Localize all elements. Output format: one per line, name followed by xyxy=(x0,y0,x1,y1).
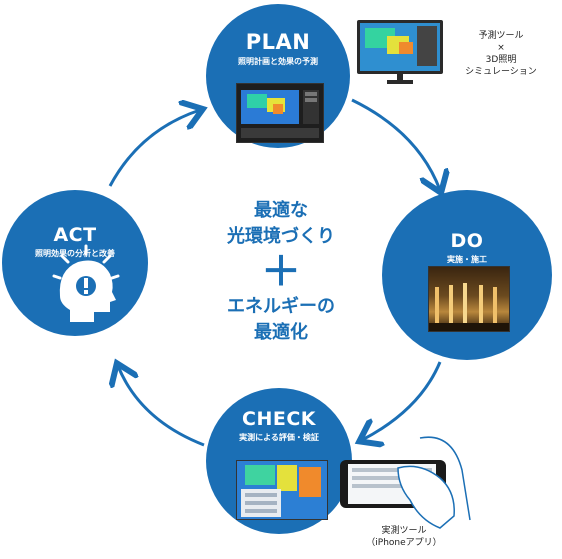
iphone-tool-label: 実測ツール （iPhoneアプリ） xyxy=(366,526,442,548)
center-line-4: 最適化 xyxy=(254,322,308,343)
center-goal-text: 最適な 光環境づくり ＋ エネルギーの 最適化 xyxy=(190,198,372,346)
plan-tool-label: 予測ツール × 3D照明 シミュレーション xyxy=(465,31,537,77)
check-title: CHECK xyxy=(242,408,316,430)
center-line-2: 光環境づくり xyxy=(227,226,335,247)
arrow-do-to-check xyxy=(362,361,442,440)
arrow-plan-to-do xyxy=(351,98,440,190)
hand-icon xyxy=(397,465,455,529)
do-title: DO xyxy=(450,230,484,252)
act-title: ACT xyxy=(53,224,97,246)
act-subtitle: 照明効果の分析と改善 xyxy=(35,249,115,258)
plan-subtitle: 照明計画と効果の予測 xyxy=(238,57,318,66)
center-line-1: 最適な xyxy=(254,200,308,221)
monitor-illustration xyxy=(357,20,443,74)
do-interior-photo xyxy=(428,266,510,332)
arrow-check-to-act xyxy=(118,366,205,447)
plus-icon: ＋ xyxy=(261,249,301,295)
monitor-stand-icon xyxy=(387,74,413,84)
do-subtitle: 実施・施工 xyxy=(447,255,487,264)
plan-title: PLAN xyxy=(245,30,311,54)
check-measurement-screenshot xyxy=(236,460,328,520)
plan-simulation-screenshot xyxy=(236,83,324,143)
check-subtitle: 実測による評価・検証 xyxy=(239,433,319,442)
arrow-act-to-plan xyxy=(108,110,200,187)
center-line-3: エネルギーの xyxy=(227,296,335,317)
